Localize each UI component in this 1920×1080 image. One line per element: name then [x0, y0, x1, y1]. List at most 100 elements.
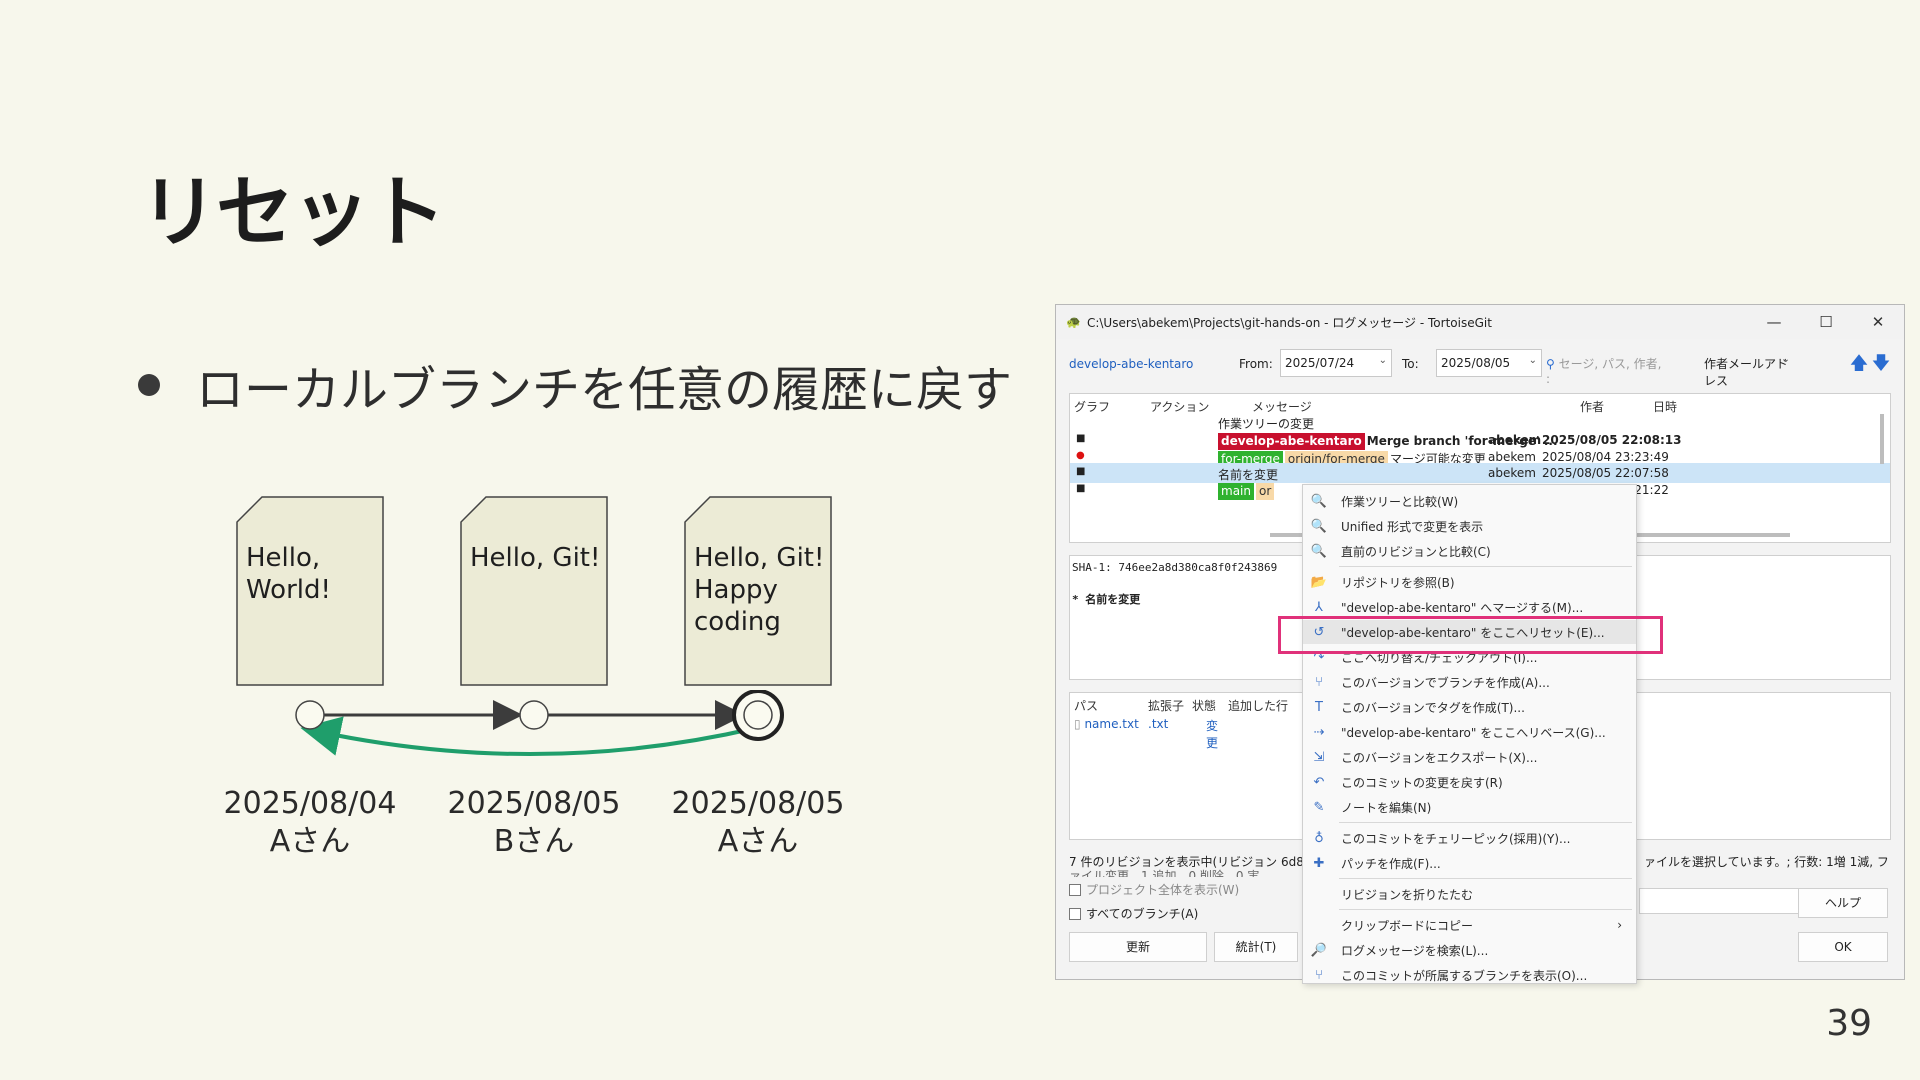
commit-message: * 名前を変更 — [1072, 593, 1141, 606]
menu-item[interactable]: ⑂このバージョンでブランチを作成(A)... — [1303, 670, 1636, 694]
ok-button[interactable]: OK — [1798, 932, 1888, 962]
revision-message: 作業ツリーの変更 — [1218, 415, 1314, 432]
filter-dropdown[interactable]: 作者メールアドレス⌄ — [1700, 349, 1794, 388]
graph-node-icon: ● — [1076, 450, 1085, 461]
magnifier-icon: 🔍 — [1310, 543, 1328, 559]
bullet-item: ローカルブランチを任意の履歴に戻す — [138, 350, 1012, 420]
to-date-picker[interactable]: 2025/08/05⌄ — [1436, 349, 1542, 377]
column-header[interactable]: 日時 — [1653, 400, 1678, 414]
search-placeholder: セージ, パス, 作者, : — [1546, 357, 1662, 386]
message-input[interactable] — [1639, 888, 1799, 914]
search-input[interactable]: ⚲ セージ, パス, 作者, : — [1542, 349, 1670, 386]
file-row[interactable]: ▯ name.txt .txt 変更 — [1074, 717, 1218, 750]
menu-item-label: "develop-abe-kentaro" をここへリセット(E)... — [1341, 625, 1605, 640]
magnifier-icon: 🔍 — [1310, 518, 1328, 534]
menu-item[interactable]: 🔍作業ツリーと比較(W) — [1303, 489, 1636, 513]
menu-item[interactable]: 📂リポジトリを参照(B) — [1303, 570, 1636, 594]
checkbox-box — [1069, 907, 1081, 920]
patch-icon: ✚ — [1313, 855, 1325, 871]
log-toolbar: develop-abe-kentaro From: 2025/07/24⌄ To… — [1056, 349, 1904, 388]
commit-author: Aさん — [717, 824, 799, 859]
revision-date: 2025/08/05 22:08:13 — [1542, 433, 1682, 447]
window-titlebar: 🐢 C:\Users\abekem\Projects\git-hands-on … — [1056, 305, 1904, 339]
tag-icon: T — [1315, 699, 1323, 715]
column-header[interactable]: 追加した行 — [1228, 699, 1289, 713]
commit-content: Hello, World! — [246, 543, 331, 605]
menu-item[interactable]: ✚パッチを作成(F)... — [1303, 851, 1636, 875]
menu-item[interactable]: ⅄"develop-abe-kentaro" へマージする(M)... — [1303, 595, 1636, 619]
file-path: name.txt — [1084, 717, 1139, 731]
column-header[interactable]: メッセージ — [1252, 400, 1312, 414]
revision-message: 名前を変更 — [1218, 466, 1278, 483]
maximize-icon[interactable]: ☐ — [1819, 313, 1833, 331]
menu-item-label: "develop-abe-kentaro" をここへリベース(G)... — [1341, 725, 1606, 740]
menu-item-label: 直前のリビジョンと比較(C) — [1341, 544, 1491, 559]
graph-node-icon: ■ — [1076, 466, 1086, 477]
menu-item[interactable]: ✎ノートを編集(N) — [1303, 795, 1636, 819]
chevron-down-icon: ⌄ — [1378, 355, 1387, 366]
reset-icon: ↺ — [1313, 624, 1325, 640]
minimize-icon[interactable]: — — [1766, 313, 1782, 331]
menu-item[interactable]: クリップボードにコピー› — [1303, 913, 1636, 937]
commit-graph — [295, 690, 784, 756]
export-icon: ⇲ — [1313, 749, 1325, 765]
checkbox-label: すべてのブランチ(A) — [1086, 907, 1199, 921]
arrow-down-icon[interactable]: 🡇 — [1871, 353, 1891, 374]
from-date-picker[interactable]: 2025/07/24⌄ — [1280, 349, 1392, 377]
menu-item[interactable]: ⇢"develop-abe-kentaro" をここへリベース(G)... — [1303, 720, 1636, 744]
menu-item[interactable]: ↶このコミットの変更を戻す(R) — [1303, 770, 1636, 794]
highlight-box — [1278, 616, 1663, 654]
file-status: 変更 — [1206, 719, 1219, 750]
column-header[interactable]: 拡張子 — [1148, 699, 1185, 713]
menu-item[interactable]: ↷ここへ切り替え/チェックアウト(I)... — [1303, 645, 1636, 669]
column-header[interactable]: グラフ — [1074, 400, 1111, 414]
menu-item[interactable]: 🔎ログメッセージを検索(L)... — [1303, 938, 1636, 962]
revision-date: 2025/08/05 22:07:58 — [1542, 466, 1669, 480]
menu-item-label: このバージョンをエクスポート(X)... — [1341, 750, 1538, 765]
revision-row[interactable]: 作業ツリーの変更 — [1070, 412, 1890, 432]
graph-node-icon: ■ — [1076, 433, 1086, 444]
close-icon[interactable]: ✕ — [1871, 313, 1885, 331]
document-icon — [236, 496, 384, 686]
ref-tag: develop-abe-kentaro — [1218, 433, 1365, 450]
menu-item[interactable]: リビジョンを折りたたむ — [1303, 882, 1636, 906]
menu-item-label: このバージョンでブランチを作成(A)... — [1341, 675, 1550, 690]
help-button[interactable]: ヘルプ — [1798, 888, 1888, 918]
column-header[interactable]: パス — [1074, 699, 1099, 713]
menu-item[interactable]: ↺ "develop-abe-kentaro" をここへリセット(E)... — [1303, 620, 1636, 644]
filter-value: 作者メールアドレス — [1704, 357, 1789, 388]
menu-item-label: このコミットの変更を戻す(R) — [1341, 775, 1503, 790]
menu-item[interactable]: 🔍Unified 形式で変更を表示 — [1303, 514, 1636, 538]
menu-item[interactable]: 🔍 直前のリビジョンと比較(C) — [1303, 539, 1636, 563]
column-header[interactable]: アクション — [1150, 400, 1210, 414]
status-text: 7 件のリビジョンを表示中(リビジョン 6d88 — [1069, 855, 1312, 869]
refresh-button[interactable]: 更新 — [1069, 932, 1207, 962]
page-number: 39 — [1826, 1003, 1872, 1044]
checkbox-label: プロジェクト全体を表示(W) — [1086, 883, 1240, 897]
bullet-text: ローカルブランチを任意の履歴に戻す — [196, 362, 1013, 418]
commit-node-3 — [743, 700, 773, 730]
column-header[interactable]: 状態 — [1192, 699, 1217, 713]
reset-arrow — [300, 716, 757, 756]
show-whole-project-checkbox[interactable]: プロジェクト全体を表示(W) — [1069, 881, 1239, 898]
menu-item[interactable]: ♁このコミットをチェリーピック(採用)(Y)... — [1303, 826, 1636, 850]
message-text: マージ可能な変更 — [1389, 452, 1486, 466]
all-branches-checkbox[interactable]: すべてのブランチ(A) — [1069, 905, 1198, 922]
menu-item[interactable]: ⇲ このバージョンをエクスポート(X)... — [1303, 745, 1636, 769]
search-icon: 🔎 — [1310, 942, 1328, 958]
bullet-dot — [138, 374, 160, 396]
column-header[interactable]: 作者 — [1580, 400, 1605, 414]
vertical-scrollbar[interactable] — [1880, 414, 1884, 464]
menu-item-label: "develop-abe-kentaro" へマージする(M)... — [1341, 600, 1584, 615]
arrow-up-icon[interactable]: 🡅 — [1849, 353, 1869, 374]
branch-link[interactable]: develop-abe-kentaro — [1069, 357, 1194, 371]
commit-node-1 — [295, 700, 325, 730]
menu-item-label: ここへ切り替え/チェックアウト(I)... — [1341, 650, 1538, 665]
ref-tag: or — [1255, 483, 1275, 500]
statistics-button[interactable]: 統計(T) — [1214, 932, 1298, 962]
menu-item[interactable]: ⑂このコミットが所属するブランチを表示(O)... — [1303, 963, 1636, 983]
